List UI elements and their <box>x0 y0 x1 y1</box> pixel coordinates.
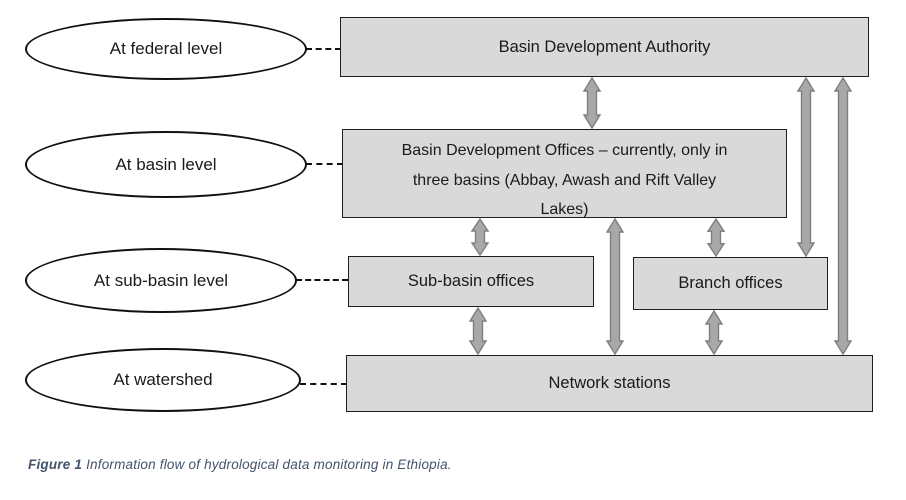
node-label-line: Lakes) <box>540 201 589 218</box>
node-branch-offices: Branch offices <box>633 257 828 310</box>
node-label: Network stations <box>548 374 671 392</box>
figure-caption-number: Figure 1 <box>28 457 83 472</box>
double-arrow-offices-network <box>605 217 625 356</box>
level-ellipse-federal: At federal level <box>25 18 307 80</box>
node-basin-development-authority: Basin Development Authority <box>340 17 869 77</box>
node-sub-basin-offices: Sub-basin offices <box>348 256 594 307</box>
double-arrow-authority-network <box>833 76 853 356</box>
node-label: Branch offices <box>678 274 783 292</box>
double-arrow-offices-subbasin <box>470 217 490 257</box>
dashed-connector-sub-basin <box>296 279 348 281</box>
level-label: At basin level <box>115 154 217 174</box>
node-label-line: three basins (Abbay, Awash and Rift Vall… <box>412 171 717 189</box>
node-network-stations: Network stations <box>346 355 873 412</box>
level-label: At federal level <box>109 39 223 58</box>
figure-caption: Figure 1 Information flow of hydrologica… <box>28 457 452 472</box>
double-arrow-subbasin-network <box>468 306 488 356</box>
dashed-connector-basin <box>306 163 343 165</box>
level-label: At sub-basin level <box>93 270 229 290</box>
double-arrow-branch-network <box>704 309 724 356</box>
node-label: Sub-basin offices <box>407 272 535 290</box>
dashed-connector-federal <box>306 48 341 50</box>
double-arrow-offices-branch <box>706 217 726 258</box>
node-basin-development-offices: Basin Development Offices – currently, o… <box>342 129 787 218</box>
node-label: Basin Development Authority <box>498 37 711 56</box>
double-arrow-authority-branch <box>796 76 816 258</box>
level-ellipse-sub-basin: At sub-basin level <box>25 248 297 313</box>
level-ellipse-watershed: At watershed <box>25 348 301 412</box>
figure-caption-text: Information flow of hydrological data mo… <box>86 457 452 472</box>
node-label-line: Basin Development Offices – currently, o… <box>401 142 728 159</box>
double-arrow-authority-offices <box>582 76 602 130</box>
dashed-connector-watershed <box>300 383 347 385</box>
level-label: At watershed <box>113 370 213 389</box>
level-ellipse-basin: At basin level <box>25 131 307 198</box>
